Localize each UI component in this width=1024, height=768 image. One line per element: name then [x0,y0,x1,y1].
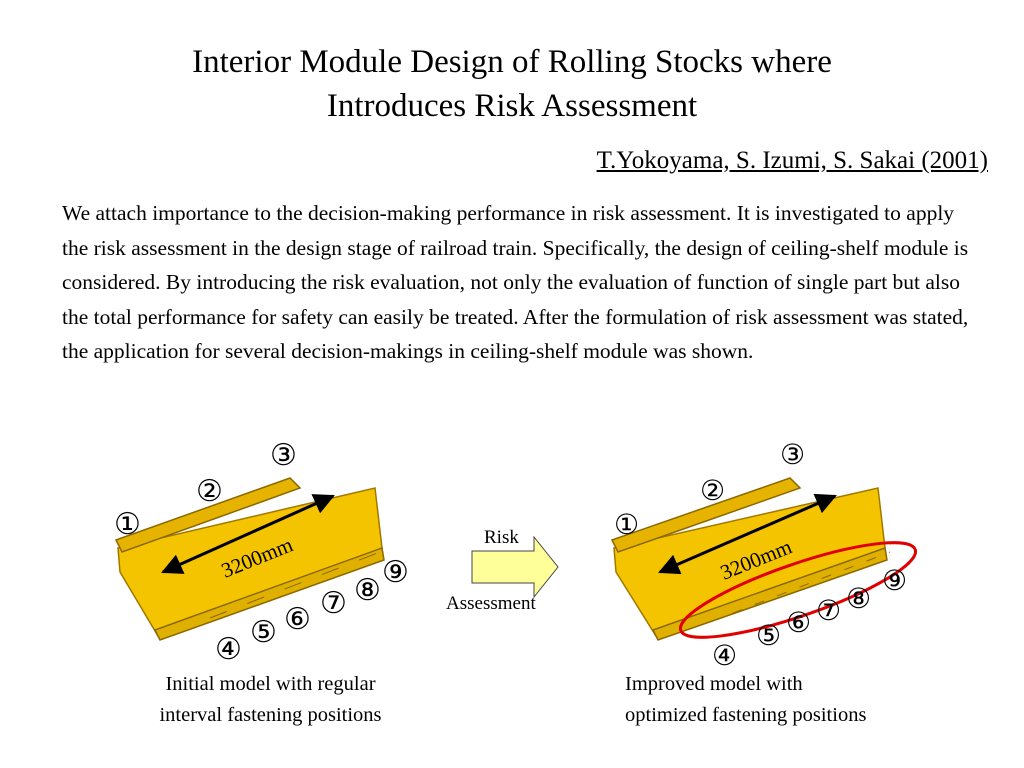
right-dimension-arrow [658,493,837,575]
left-marker-2: ② [196,475,223,508]
right-marker-6: ⑥ [786,608,811,639]
left-marker-9: ⑨ [382,556,409,589]
right-fastener-line [709,551,891,623]
left-caption-line-1: Initial model with regular [165,673,376,695]
improved-model-caption: Improved model with optimized fastening … [625,669,945,731]
left-marker-8: ⑧ [354,574,381,607]
risk-assessment-arrow: Risk Assessment [446,527,559,614]
arrow-shape [471,535,559,599]
authors-citation: T.Yokoyama, S. Izumi, S. Sakai (2001) [596,147,988,174]
improved-module-drawing: 3200mm ① ② ③ ④ ⑤ ⑥ ⑦ ⑧ ⑨ [610,440,918,672]
right-caption-line-2: optimized fastening positions [625,704,867,726]
left-marker-5: ⑤ [250,616,277,649]
left-caption-line-2: interval fastening positions [159,704,382,726]
right-marker-9: ⑨ [882,566,907,597]
figure-svg: 3200mm ① ② ③ ④ ⑤ ⑥ ⑦ ⑧ ⑨ Risk Assessment… [114,439,918,672]
abstract-paragraph: We attach importance to the decision-mak… [62,201,969,363]
right-marker-7: ⑦ [816,596,841,627]
module-comparison-figure: 3200mm ① ② ③ ④ ⑤ ⑥ ⑦ ⑧ ⑨ Risk Assessment… [0,430,1024,768]
right-marker-1: ① [614,510,639,541]
title-line-1: Interior Module Design of Rolling Stocks… [192,44,832,80]
title-line-2: Introduces Risk Assessment [326,88,698,124]
arrow-label-risk: Risk [484,527,519,548]
left-marker-1: ① [114,508,141,541]
left-marker-6: ⑥ [284,603,311,636]
right-marker-3: ③ [780,440,805,471]
left-dimension-arrow [161,494,335,574]
left-marker-3: ③ [270,439,297,472]
initial-model-caption: Initial model with regular interval fast… [128,669,413,731]
right-caption-line-1: Improved model with [625,673,803,695]
arrow-label-assessment: Assessment [446,593,536,614]
initial-module-drawing: 3200mm ① ② ③ ④ ⑤ ⑥ ⑦ ⑧ ⑨ [114,439,409,666]
right-marker-5: ⑤ [756,621,781,652]
right-marker-4: ④ [712,641,737,672]
left-marker-4: ④ [215,633,242,666]
left-marker-7: ⑦ [320,587,347,620]
right-marker-2: ② [700,476,725,507]
right-marker-8: ⑧ [846,584,871,615]
left-fastener-line [209,551,381,619]
slide-title: Interior Module Design of Rolling Stocks… [0,40,1024,128]
